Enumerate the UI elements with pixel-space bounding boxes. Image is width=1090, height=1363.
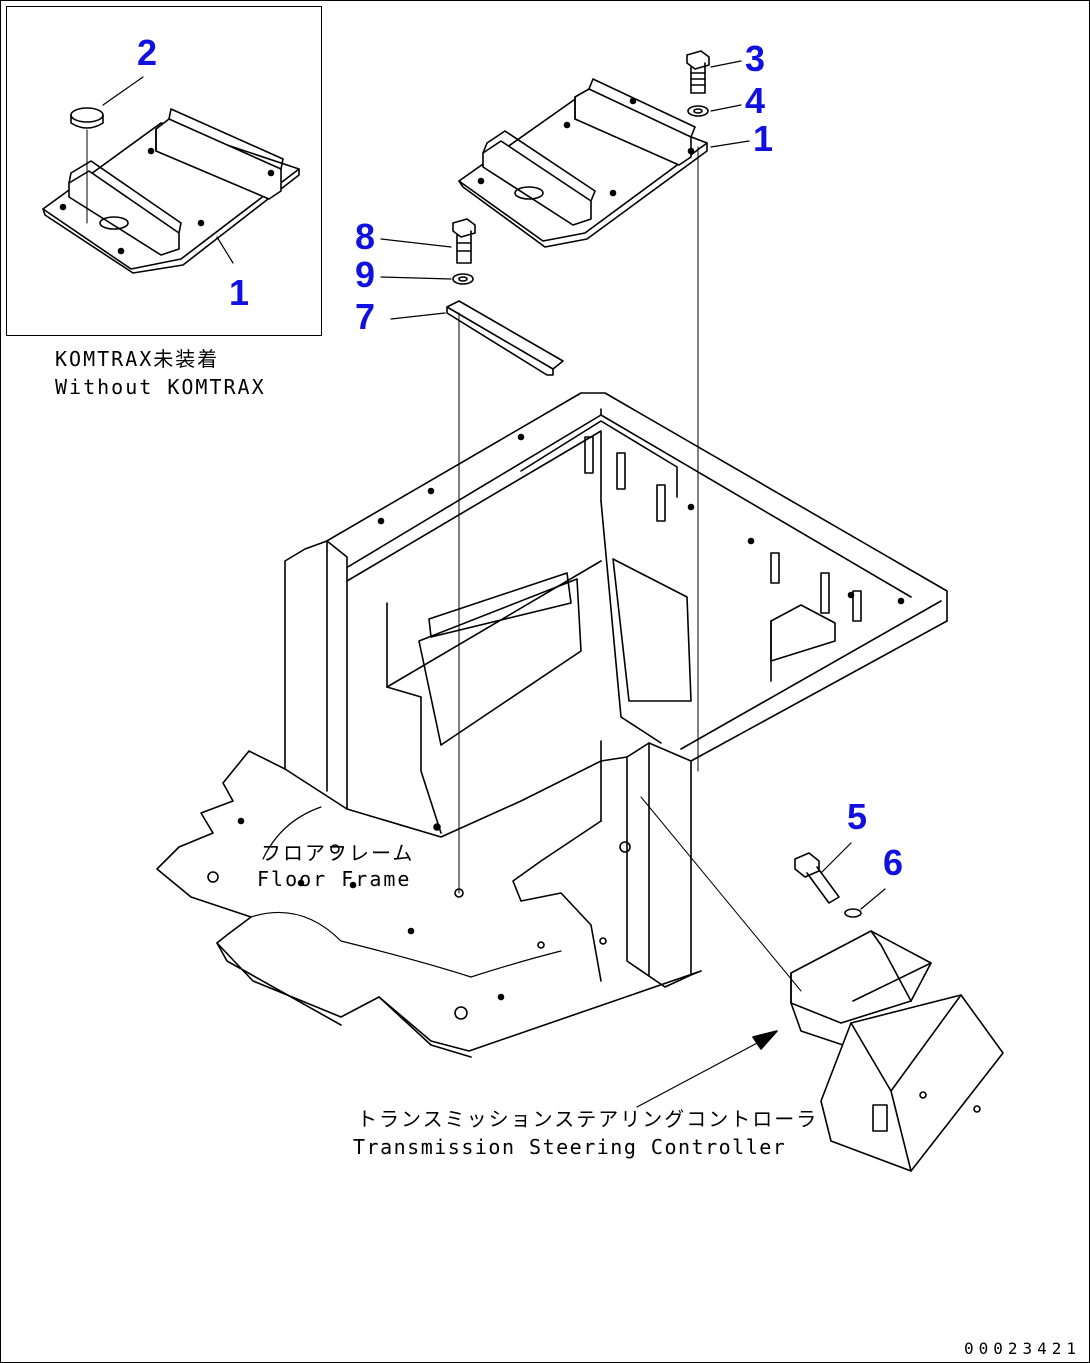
upper-bracket-plate: [458, 78, 708, 248]
controller-box: [820, 994, 1004, 1172]
bolt-3: [686, 50, 742, 94]
floor-frame: [156, 392, 948, 1058]
inset-caption-jp: KOMTRAX未装着: [55, 347, 220, 371]
callout-2: 2: [137, 32, 158, 73]
bar-7: [390, 300, 564, 376]
controller-label-en: Transmission Steering Controller: [353, 1135, 787, 1159]
inset-frame: [6, 6, 322, 336]
callout-8: 8: [355, 216, 376, 257]
callout-6: 6: [883, 842, 904, 883]
bolt-5: [794, 842, 852, 904]
floor-frame-label-jp: フロアフレーム: [261, 841, 415, 865]
callout-3: 3: [745, 38, 766, 79]
floor-frame-label-en: Floor Frame: [257, 867, 412, 891]
controller-label-jp: トランスミッションステアリングコントローラ: [357, 1107, 819, 1131]
inset-cap: [70, 107, 104, 224]
callout-9: 9: [355, 254, 376, 295]
controller-bracket: [790, 930, 932, 1052]
washer-4: [687, 104, 742, 117]
washer-6: [844, 888, 886, 918]
callout-1-main: 1: [753, 118, 774, 159]
callout-4: 4: [745, 80, 766, 121]
callout-1-inset: 1: [229, 272, 250, 313]
bolt-8: [380, 218, 476, 264]
drawing-number: 00023421: [963, 1339, 1081, 1358]
callout-5: 5: [847, 796, 868, 837]
inset-caption-en: Without KOMTRAX: [55, 375, 266, 399]
callout-7: 7: [355, 296, 376, 337]
inset-bracket-plate: [42, 108, 300, 274]
washer-9: [380, 273, 474, 285]
